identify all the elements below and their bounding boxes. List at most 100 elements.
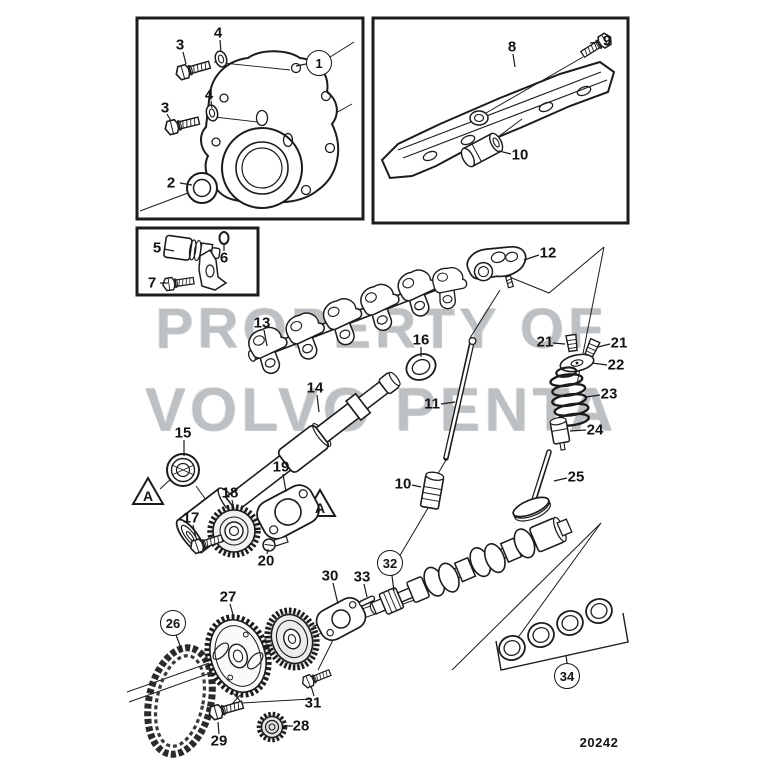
plate-screw [262, 535, 289, 552]
part-label-5: 5 [152, 239, 162, 257]
part-label-4: 4 [204, 86, 214, 104]
part-label-24: 24 [586, 421, 604, 439]
leader-line-18 [231, 499, 235, 510]
leader-line-17 [192, 524, 197, 539]
part-label-9: 9 [602, 32, 612, 50]
shell-bracket [495, 612, 629, 671]
part-label-21: 21 [610, 334, 628, 352]
part-label-32: 32 [377, 550, 403, 576]
leader-line-29 [217, 721, 220, 735]
leader-line-3 [182, 51, 187, 65]
inset-box-timing-cover [135, 16, 365, 221]
leader-line-12 [523, 254, 540, 261]
leader-line-27 [229, 603, 235, 619]
crankshaft-seal-bore [192, 178, 212, 198]
part-label-11: 11 [424, 395, 440, 413]
valve-keeper-left [565, 333, 578, 353]
leader-line-10 [498, 150, 512, 155]
part-label-23: 23 [600, 385, 618, 403]
part-label-16: 16 [412, 331, 430, 349]
cam-thrust-plate [315, 596, 367, 642]
idler-sprocket [256, 711, 288, 743]
view-marker-label-0: A [142, 488, 154, 504]
part-label-3: 3 [175, 36, 185, 54]
rocker-shaft-assembly [244, 264, 471, 379]
woodruff-key [358, 595, 376, 607]
leader-line-4 [210, 100, 213, 109]
leader-line-23 [585, 394, 601, 398]
leader-line-20 [266, 548, 269, 555]
part-label-27: 27 [219, 588, 237, 606]
leader-line-32 [391, 575, 395, 592]
leader-line-21 [597, 343, 611, 348]
leader-line-5 [163, 248, 175, 252]
part-label-33: 33 [353, 568, 371, 586]
part-label-7: 7 [147, 274, 157, 292]
thrust-plate [256, 484, 320, 540]
part-label-15: 15 [174, 424, 192, 442]
plate-bolt [299, 666, 333, 690]
leader-line-11 [440, 401, 456, 405]
part-label-10: 10 [511, 146, 529, 164]
leader-line-10 [411, 484, 422, 488]
leader-line-2 [179, 182, 193, 186]
leader-line-24 [569, 429, 587, 432]
part-label-4: 4 [213, 24, 223, 42]
leader-line-34 [565, 654, 568, 664]
part-label-6: 6 [219, 249, 229, 267]
leader-line-30 [332, 582, 339, 605]
leader-line-25 [553, 477, 568, 482]
part-label-3: 3 [160, 99, 170, 117]
part-label-29: 29 [210, 732, 228, 750]
leader-line-26 [175, 634, 183, 652]
rocker-cover-bushing [460, 132, 504, 168]
part-label-13: 13 [253, 314, 271, 332]
part-label-31: 31 [304, 694, 322, 712]
part-label-21: 21 [536, 333, 554, 351]
chain-sprocket [204, 614, 272, 698]
part-label-25: 25 [567, 468, 585, 486]
bearing-ring [166, 453, 200, 487]
part-label-28: 28 [292, 717, 310, 735]
part-label-2: 2 [166, 174, 176, 192]
part-label-18: 18 [221, 484, 239, 502]
part-label-8: 8 [507, 38, 517, 56]
leader-line-21 [552, 342, 566, 345]
leader-line-1 [295, 63, 307, 67]
balance-shaft-bushing [405, 353, 437, 381]
camshaft-sensor [163, 234, 228, 291]
camshaft [369, 516, 573, 615]
part-label-1: 1 [306, 50, 332, 76]
part-label-30: 30 [321, 567, 339, 585]
leader-line-19 [282, 473, 287, 493]
leader-line-9 [589, 41, 600, 44]
leader-lines [160, 39, 611, 735]
part-label-34: 34 [554, 663, 580, 689]
leader-line-33 [363, 583, 368, 598]
leader-line-14 [316, 394, 320, 413]
cover-bolt-upper [173, 57, 213, 82]
leader-line-31 [310, 685, 315, 697]
part-label-20: 20 [257, 552, 275, 570]
view-marker-label-1: A [314, 500, 326, 516]
rocker-cover [380, 56, 616, 180]
view-marker-triangle-left [131, 475, 165, 505]
rocker-arm [466, 246, 527, 289]
valve-tappet [419, 471, 445, 510]
part-label-17: 17 [182, 509, 200, 527]
leader-line-13 [263, 329, 268, 347]
part-label-22: 22 [607, 356, 625, 374]
camshaft-gear [264, 607, 320, 671]
pushrod [443, 336, 477, 461]
valve [512, 449, 552, 522]
part-label-12: 12 [539, 244, 557, 262]
part-label-14: 14 [306, 379, 324, 397]
leader-line-4 [219, 39, 222, 53]
part-label-10: 10 [394, 475, 412, 493]
leader-line-8 [512, 53, 516, 68]
inset-box-rocker-cover [371, 16, 630, 225]
bearing-shells [495, 594, 629, 671]
balance-shaft [175, 371, 401, 554]
